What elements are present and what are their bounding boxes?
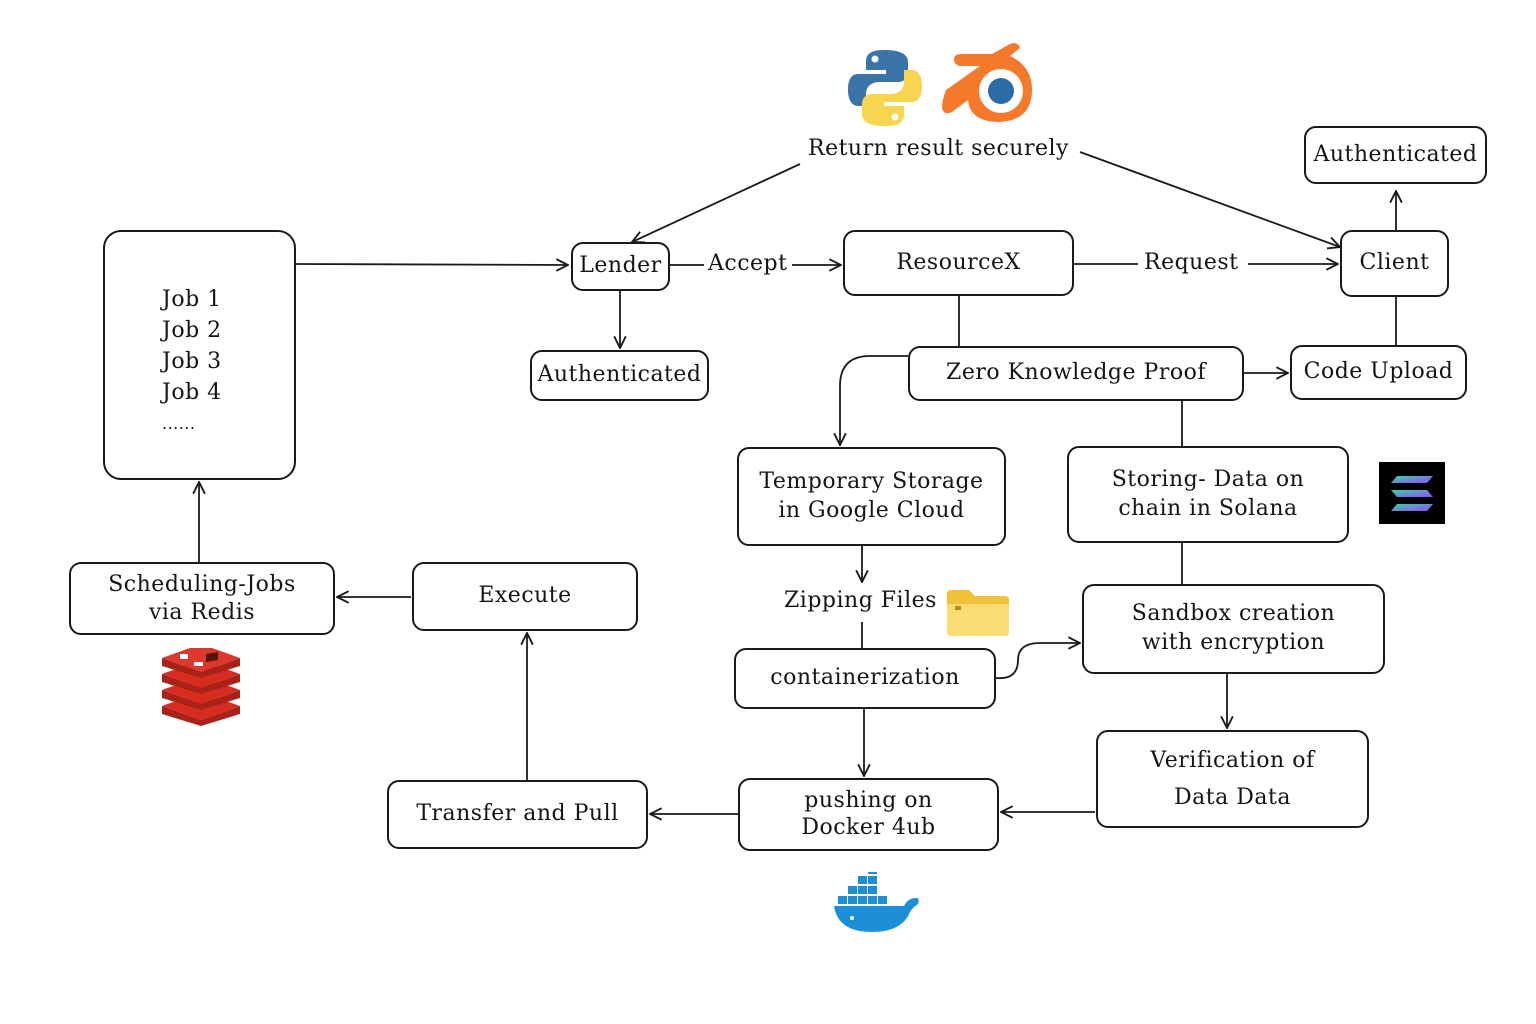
zipping-files-label: Zipping Files (780, 588, 941, 613)
arrow-container-to-sandbox (995, 643, 1080, 680)
transfer-pull-node[interactable]: Transfer and Pull (387, 780, 648, 849)
request-label: Request (1140, 250, 1243, 275)
job-list: Job 1 Job 2 Job 3 Job 4 ...... (162, 284, 222, 439)
client-node[interactable]: Client (1340, 230, 1449, 297)
job-item: Job 2 (162, 318, 222, 343)
zero-knowledge-proof-node[interactable]: Zero Knowledge Proof (908, 346, 1244, 401)
verification-node[interactable]: Verification of Data Data (1096, 730, 1369, 828)
code-upload-node[interactable]: Code Upload (1290, 345, 1467, 400)
docker-push-node[interactable]: pushing on Docker 4ub (738, 778, 999, 851)
containerization-node[interactable]: containerization (734, 648, 996, 709)
arrow-zkp-to-temp-storage (840, 355, 908, 445)
lender-authenticated-node[interactable]: Authenticated (530, 350, 709, 401)
temporary-storage-node[interactable]: Temporary Storage in Google Cloud (737, 447, 1006, 546)
solana-logo-icon (1379, 462, 1445, 524)
folder-icon (947, 590, 1009, 636)
job-item: Job 4 (162, 380, 222, 405)
arrow-return-to-client (1079, 151, 1340, 247)
solana-storage-node[interactable]: Storing- Data on chain in Solana (1067, 446, 1349, 543)
execute-node[interactable]: Execute (412, 562, 638, 631)
python-logo-icon (848, 50, 922, 126)
return-result-label: Return result securely (804, 136, 1073, 161)
arrow-return-to-lender (632, 163, 801, 242)
job-queue-box[interactable] (103, 230, 296, 480)
blender-logo-icon (942, 43, 1032, 122)
scheduling-jobs-node[interactable]: Scheduling-Jobs via Redis (69, 562, 335, 635)
redis-logo-icon (162, 648, 240, 726)
job-item: Job 3 (162, 349, 222, 374)
accept-label: Accept (704, 251, 792, 276)
client-authenticated-node[interactable]: Authenticated (1304, 126, 1487, 184)
resourcex-node[interactable]: ResourceX (843, 230, 1074, 296)
lender-node[interactable]: Lender (571, 242, 670, 291)
job-item: ...... (162, 414, 196, 433)
sandbox-creation-node[interactable]: Sandbox creation with encryption (1082, 584, 1385, 674)
job-item: Job 1 (162, 287, 222, 312)
docker-logo-icon (834, 872, 919, 932)
arrow-jobs-to-lender (295, 264, 568, 265)
